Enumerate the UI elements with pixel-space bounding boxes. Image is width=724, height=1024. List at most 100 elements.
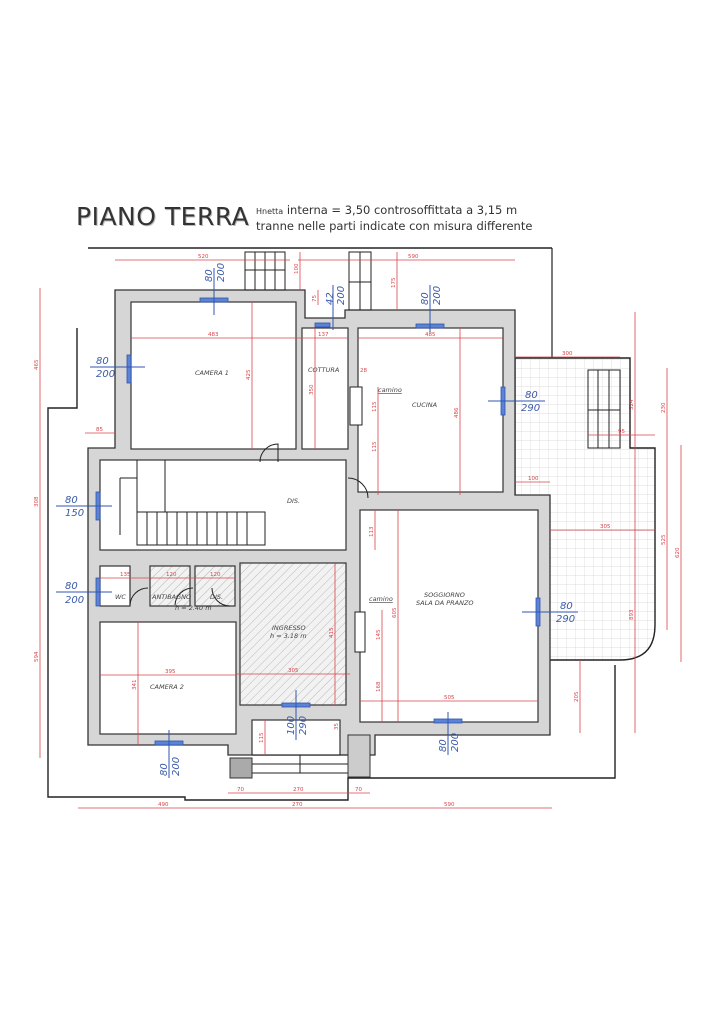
label-soggiorno: SOGGIORNO [424, 591, 465, 599]
svg-text:80: 80 [560, 601, 573, 612]
room-cottura [301, 327, 349, 450]
svg-text:80: 80 [159, 763, 170, 776]
subtitle-line2: tranne nelle parti indicate con misura d… [256, 219, 533, 233]
door-antibagno[interactable] [174, 587, 194, 606]
svg-text:168: 168 [376, 681, 382, 692]
door-cucina[interactable] [347, 477, 369, 499]
svg-text:42: 42 [325, 292, 336, 305]
window-cottura: 42 200 [314, 285, 347, 330]
svg-text:113: 113 [369, 526, 375, 537]
svg-text:175: 175 [391, 277, 397, 288]
label-ingresso-h: h = 3.18 m [270, 632, 307, 640]
svg-text:605: 605 [392, 607, 398, 618]
svg-text:145: 145 [376, 629, 382, 640]
svg-text:290: 290 [298, 716, 309, 735]
svg-text:524: 524 [629, 399, 635, 410]
room-antibagno [149, 565, 191, 607]
svg-text:80: 80 [525, 390, 538, 401]
svg-text:415: 415 [329, 627, 335, 638]
svg-text:100: 100 [294, 263, 300, 274]
svg-text:200: 200 [171, 757, 182, 776]
svg-text:505: 505 [444, 695, 455, 701]
label-camino-soggiorno: camino [369, 595, 393, 603]
svg-text:135: 135 [120, 572, 131, 578]
room-wc [99, 565, 131, 607]
svg-text:95: 95 [618, 429, 625, 435]
room-soggiorno [359, 509, 539, 723]
subtitle-prefix: Hnetta [256, 207, 284, 216]
dimension-lines: 520 590 100 75 175 483 137 485 425 350 2… [34, 252, 682, 809]
svg-text:200: 200 [432, 286, 443, 305]
svg-text:270: 270 [292, 802, 303, 808]
svg-text:75: 75 [312, 295, 318, 302]
label-sala-pranzo: SALA DA PRANZO [416, 599, 474, 607]
svg-text:200: 200 [65, 595, 84, 606]
svg-text:150: 150 [65, 508, 84, 519]
svg-text:100: 100 [528, 476, 539, 482]
subtitle-line1: interna = 3,50 controsoffittata a 3,15 m [286, 203, 518, 217]
window-ingresso: 100 290 [281, 690, 311, 740]
room-cucina [357, 327, 504, 493]
label-cottura: COTTURA [308, 366, 339, 374]
plan-title: PIANO TERRA [76, 202, 250, 231]
svg-text:85: 85 [96, 427, 103, 433]
svg-text:308: 308 [34, 496, 40, 507]
svg-text:520: 520 [198, 254, 209, 260]
room-disimpegno [99, 459, 347, 551]
stairs-top-left [244, 251, 286, 291]
svg-text:70: 70 [237, 787, 244, 793]
svg-text:120: 120 [210, 572, 221, 578]
svg-text:483: 483 [208, 332, 219, 338]
svg-text:290: 290 [556, 614, 575, 625]
door-camera1[interactable] [259, 443, 279, 463]
svg-text:590: 590 [444, 802, 455, 808]
svg-text:465: 465 [34, 359, 40, 370]
svg-text:100: 100 [286, 716, 297, 735]
svg-text:115: 115 [372, 441, 378, 452]
svg-text:305: 305 [600, 524, 611, 530]
window-stair: 80 150 [56, 491, 112, 521]
svg-text:28: 28 [360, 368, 367, 374]
svg-text:70: 70 [355, 787, 362, 793]
svg-text:80: 80 [65, 581, 78, 592]
fireplace-soggiorno [354, 611, 366, 653]
door-dis2[interactable] [211, 587, 231, 607]
door-wc[interactable] [129, 587, 149, 606]
svg-text:137: 137 [318, 332, 329, 338]
svg-text:80: 80 [65, 495, 78, 506]
svg-text:80: 80 [438, 739, 449, 752]
label-dis2: DIS. [210, 593, 223, 601]
svg-text:350: 350 [309, 384, 315, 395]
label-cucina: CUCINA [412, 401, 437, 409]
svg-text:200: 200 [450, 733, 461, 752]
svg-text:594: 594 [34, 651, 40, 662]
plan-subtitle: Hnetta interna = 3,50 controsoffittata a… [256, 203, 532, 233]
svg-text:486: 486 [454, 407, 460, 418]
entry-steps [229, 734, 371, 779]
window-camera2: 80 200 [154, 730, 184, 778]
site-outline [47, 328, 616, 801]
label-antibagno: ANTIBAGNO [151, 593, 191, 601]
stairs-internal [119, 460, 266, 546]
label-ingresso: INGRESSO [272, 624, 306, 632]
svg-text:80: 80 [420, 292, 431, 305]
window-camera1-left: 80 200 [90, 354, 145, 384]
window-cucina-right: 80 290 [488, 386, 545, 416]
svg-text:525: 525 [661, 534, 667, 545]
svg-text:893: 893 [629, 609, 635, 620]
window-cucina-top: 80 200 [415, 285, 445, 332]
svg-text:200: 200 [96, 369, 115, 380]
room-camera1 [130, 301, 297, 450]
svg-text:270: 270 [293, 787, 304, 793]
window-soggiorno-right: 80 290 [522, 597, 578, 627]
window-camera1-top: 80 200 [199, 263, 229, 315]
svg-text:115: 115 [372, 401, 378, 412]
svg-text:120: 120 [166, 572, 177, 578]
svg-text:290: 290 [521, 403, 540, 414]
svg-text:200: 200 [336, 286, 347, 305]
stairs-top-cucina [348, 251, 372, 311]
label-camino-cucina: camino [378, 386, 402, 394]
fireplace-cucina [349, 386, 363, 426]
window-soggiorno-bottom: 80 200 [433, 712, 463, 755]
